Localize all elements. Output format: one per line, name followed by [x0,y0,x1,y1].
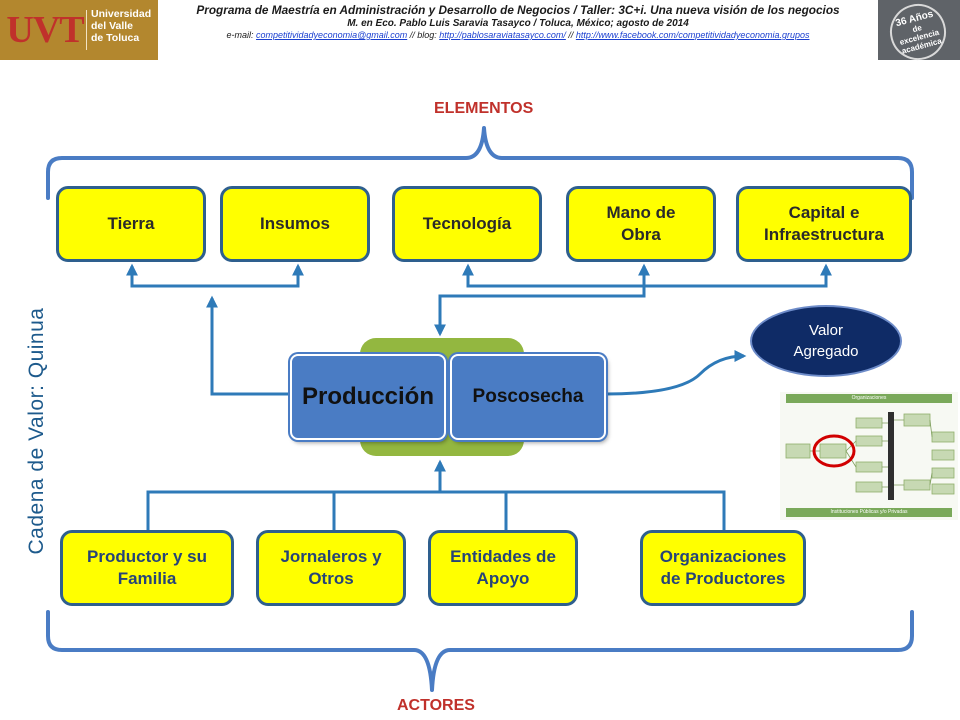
elemento-capital-infraestructura: Capital e Infraestructura [736,186,912,262]
top-bracket [46,126,914,200]
poscosecha-card: Poscosecha [450,354,606,440]
logo-wordmark: Universidad del Valle de Toluca [91,8,155,44]
actor-productor-familia: Productor y su Familia [60,530,234,606]
mano-de-obra-link [434,263,650,337]
elemento-insumos: Insumos [220,186,370,262]
logo-line: Universidad [91,8,152,20]
poscosecha-to-valor-arrow [605,350,747,396]
side-title: Cadena de Valor: Quinua [25,307,48,555]
slide-header: UVT Universidad del Valle de Toluca Prog… [0,0,960,67]
connector-lines [126,263,832,530]
elemento-tecnologia: Tecnología [392,186,542,262]
logo-line: de Toluca [91,32,140,44]
cadena-thumbnail: Organizaciones Instituciones Públicas y/… [780,392,958,520]
logo-line: del Valle [91,20,134,32]
email-prefix: e-mail: [226,30,257,40]
produccion-card: Producción [290,354,446,440]
blog-prefix: // blog: [407,30,440,40]
email-link[interactable]: competitividadyeconomia@gmail.com [256,30,408,40]
logo-divider [86,10,87,50]
program-title: Programa de Maestría en Administración y… [196,3,840,17]
thumbnail-graphic [785,412,955,500]
actor-jornaleros-otros: Jornaleros y Otros [256,530,406,606]
anniversary-badge: 36 Años de excelencia académica [878,0,960,67]
header-text: Programa de Maestría en Administración y… [162,3,874,40]
tierra-insumos-link [126,263,304,288]
university-logo: UVT Universidad del Valle de Toluca [0,0,158,60]
thumbnail-bottom-band: Instituciones Públicas y/o Privadas [786,508,952,517]
facebook-link[interactable]: http://www.facebook.com/competitividadye… [575,30,810,40]
elementos-label: ELEMENTOS [434,100,534,117]
valor-agregado-ellipse: Valor Agregado [750,305,902,377]
facebook-prefix: // [565,30,576,40]
tecnologia-capital-link [462,263,832,288]
contact-line: e-mail: competitividadyeconomia@gmail.co… [162,30,874,40]
actores-bus [146,490,726,530]
blog-link[interactable]: http://pablosaraviatasayco.com/ [439,30,566,40]
produccion-to-elementos-arrow [206,295,290,396]
actores-label: ACTORES [397,697,475,714]
bottom-bracket [46,610,914,692]
elemento-mano-de-obra: Mano de Obra [566,186,716,262]
thumbnail-top-band: Organizaciones [786,394,952,403]
logo-mark: UVT [6,9,84,51]
elemento-tierra: Tierra [56,186,206,262]
actor-entidades-apoyo: Entidades de Apoyo [428,530,578,606]
actor-organizaciones-productores: Organizaciones de Productores [640,530,806,606]
author-line: M. en Eco. Pablo Luis Saravia Tasayco / … [347,18,689,29]
